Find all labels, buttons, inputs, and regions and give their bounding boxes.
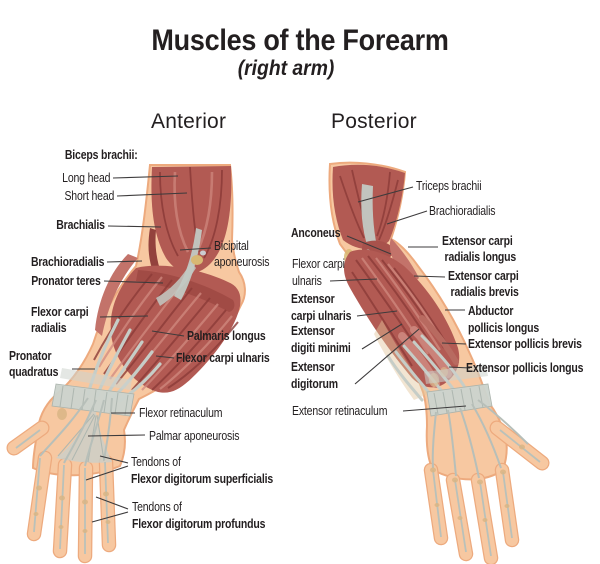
page-title: Muscles of the Forearm <box>151 24 449 57</box>
leader-flexor-carpi-radialis <box>99 315 149 318</box>
leader-extensor-retinaculum <box>402 405 467 412</box>
label-extensor-digiti-minimi: Extensor digiti minimi <box>291 324 351 355</box>
leader-bicipital-aponeurosis <box>179 247 212 251</box>
label-extensor-carpi-radialis-brevis: Extensor carpi radialis brevis <box>448 269 519 299</box>
label-long-head: Long head <box>61 171 110 185</box>
label-pronator-quadratus: Pronator quadratus <box>9 349 59 379</box>
label-tendons-profundus: Tendons of Flexor digitorum profundus <box>132 500 266 531</box>
label-palmar-aponeurosis: Palmar aponeurosis <box>149 429 240 443</box>
leader-lines <box>72 175 471 523</box>
leader-brachialis <box>107 225 162 228</box>
anterior-arm-illustration <box>6 164 246 564</box>
label-biceps-brachii-header: Biceps brachii: <box>65 148 138 162</box>
anterior-upper-arm-muscles <box>148 166 232 292</box>
label-extensor-carpi-ulnaris: Extensor carpi ulnaris <box>291 292 352 323</box>
leader-extensor-pollicis-brevis <box>441 342 467 345</box>
anterior-heading: Anterior <box>151 110 227 133</box>
leader-brachioradialis-ant <box>106 260 143 263</box>
leader-extensor-pollicis-longus <box>448 366 471 369</box>
leader-ecr-brevis <box>413 275 446 278</box>
label-extensor-digitorum: Extensor digitorum <box>291 360 338 391</box>
label-tendons-superficialis: Tendons of Flexor digitorum superficiali… <box>131 455 273 486</box>
label-palmaris-longus: Palmaris longus <box>187 329 266 343</box>
posterior-hand-tendons <box>430 399 541 557</box>
posterior-arm-illustration <box>328 161 550 564</box>
anterior-hand-tendons <box>15 397 113 554</box>
leader-anconeus <box>346 235 392 255</box>
leader-tendons-superficialis-b <box>85 465 129 481</box>
label-flexor-carpi-ulnaris-posterior: Flexor carpi ulnaris <box>292 257 345 288</box>
label-extensor-carpi-radialis-longus: Extensor carpi radialis longus <box>442 234 517 264</box>
posterior-heading: Posterior <box>331 110 417 133</box>
label-short-head: Short head <box>64 189 114 203</box>
leader-palmar-aponeurosis <box>87 434 146 437</box>
leader-short-head <box>116 192 188 197</box>
leader-triceps <box>357 186 414 203</box>
leader-extensor-digitorum <box>354 328 420 385</box>
anterior-wrist-tendons <box>51 318 162 417</box>
anterior-forearm-muscles <box>93 254 241 393</box>
label-extensor-pollicis-brevis: Extensor pollicis brevis <box>468 337 582 351</box>
leader-tendons-profundus-a <box>95 496 129 510</box>
label-flexor-carpi-ulnaris-anterior: Flexor carpi ulnaris <box>176 351 270 365</box>
page-subtitle: (right arm) <box>237 57 335 80</box>
label-anconeus: Anconeus <box>291 226 341 240</box>
label-triceps-brachii: Triceps brachii <box>416 179 482 193</box>
label-extensor-retinaculum: Extensor retinaculum <box>292 404 388 418</box>
leader-pronator-teres <box>103 280 164 284</box>
label-extensor-pollicis-longus: Extensor pollicis longus <box>466 361 584 375</box>
leader-tendons-profundus-b <box>91 511 129 523</box>
label-bicipital-aponeurosis: Bicipital aponeurosis <box>214 239 270 269</box>
label-brachioradialis-anterior: Brachioradialis <box>30 255 105 269</box>
label-pronator-teres: Pronator teres <box>31 274 102 288</box>
label-flexor-retinaculum: Flexor retinaculum <box>139 406 223 420</box>
anterior-bicipital-aponeurosis <box>156 228 206 306</box>
label-flexor-carpi-radialis: Flexor carpi radialis <box>31 305 89 335</box>
leader-tendons-superficialis-a <box>99 455 129 464</box>
leader-brachioradialis-post <box>386 210 428 225</box>
leader-flexor-carpi-ulnaris-ant <box>155 355 175 359</box>
label-brachioradialis-posterior: Brachioradialis <box>429 204 496 218</box>
leader-long-head <box>112 175 179 179</box>
label-brachialis: Brachialis <box>56 218 105 232</box>
leader-flexor-carpi-ulnaris-post <box>329 278 378 282</box>
label-abductor-pollicis-longus: Abductor pollicis longus <box>468 304 539 335</box>
posterior-triceps <box>332 164 405 250</box>
leader-extensor-carpi-ulnaris <box>356 310 398 317</box>
leader-extensor-digiti-minimi <box>361 323 403 350</box>
leader-palmaris-longus <box>151 330 185 337</box>
